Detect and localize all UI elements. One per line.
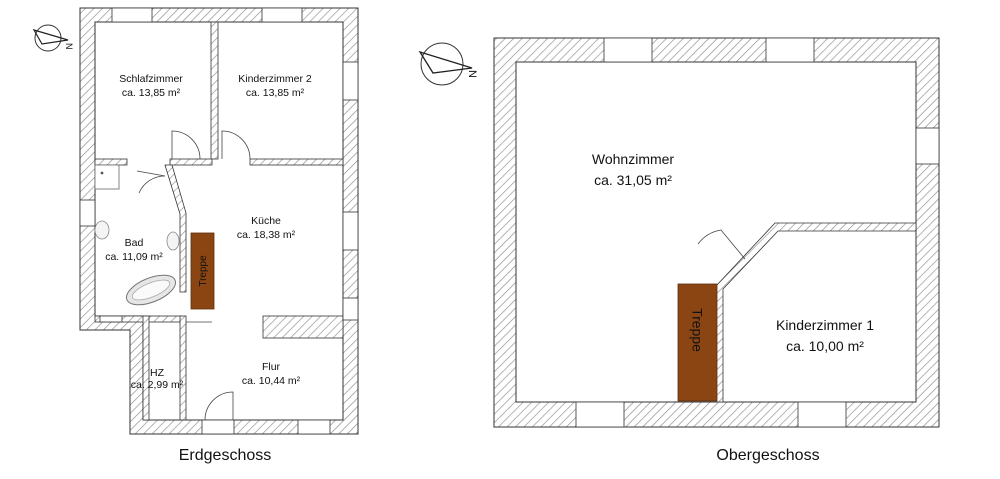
room-area-wohnzimmer: ca. 31,05 m²	[594, 172, 672, 188]
upper-floor-windows	[575, 37, 940, 428]
compass-ground: N	[32, 24, 74, 52]
compass-needle-icon	[32, 29, 69, 45]
sink	[94, 220, 110, 240]
stairs-ground: Treppe	[190, 232, 215, 310]
floor-title-upper: Obergeschoss	[716, 447, 819, 464]
upper-floor-plan: Treppe N Wohnzimmer ca. 31,05 m² Kinderz…	[418, 37, 940, 464]
ground-floor-interior-walls	[94, 21, 344, 421]
room-name-schlafzimmer: Schlafzimmer	[119, 73, 183, 85]
room-area-kinderzimmer-1: ca. 10,00 m²	[786, 338, 864, 354]
room-area-kueche: ca. 18,38 m²	[237, 229, 296, 241]
ground-floor-windows	[79, 7, 359, 435]
compass-needle-icon	[418, 50, 473, 74]
upper-floor-interior-walls	[715, 222, 917, 403]
room-area-flur: ca. 10,44 m²	[242, 375, 301, 387]
shower-tray	[94, 164, 120, 190]
ground-floor-outer-walls	[79, 7, 359, 435]
room-area-bad: ca. 11,09 m²	[105, 251, 163, 263]
compass-north-ground: N	[64, 43, 74, 50]
floor-title-ground: Erdgeschoss	[179, 447, 272, 464]
toilet	[166, 231, 180, 251]
room-area-hz: ca. 2,99 m²	[131, 379, 184, 391]
room-name-kinderzimmer-1: Kinderzimmer 1	[776, 317, 874, 333]
room-name-kueche: Küche	[251, 215, 281, 227]
room-area-schlafzimmer: ca. 13,85 m²	[122, 87, 181, 99]
stairs-label-upper: Treppe	[690, 308, 706, 352]
upper-floor-room-labels: Wohnzimmer ca. 31,05 m² Kinderzimmer 1 c…	[592, 151, 874, 354]
room-name-kinderzimmer-2: Kinderzimmer 2	[238, 73, 312, 85]
compass-upper: N	[418, 42, 478, 86]
room-name-hz: HZ	[150, 367, 165, 379]
upper-floor-door	[697, 229, 746, 260]
ground-floor-plan: Treppe N Schlafzimmer ca. 13,85 m² Kinde…	[32, 7, 359, 464]
room-name-wohnzimmer: Wohnzimmer	[592, 151, 675, 167]
ground-floor-room-labels: Schlafzimmer ca. 13,85 m² Kinderzimmer 2…	[105, 73, 312, 391]
room-area-kinderzimmer-2: ca. 13,85 m²	[246, 87, 305, 99]
room-name-bad: Bad	[125, 237, 144, 249]
stairs-label-ground: Treppe	[198, 255, 209, 287]
ground-floor-doors	[136, 130, 251, 421]
room-name-flur: Flur	[262, 361, 281, 373]
compass-north-upper: N	[466, 70, 478, 78]
bathroom-fixtures	[94, 164, 180, 306]
stairs-upper: Treppe	[677, 283, 718, 402]
